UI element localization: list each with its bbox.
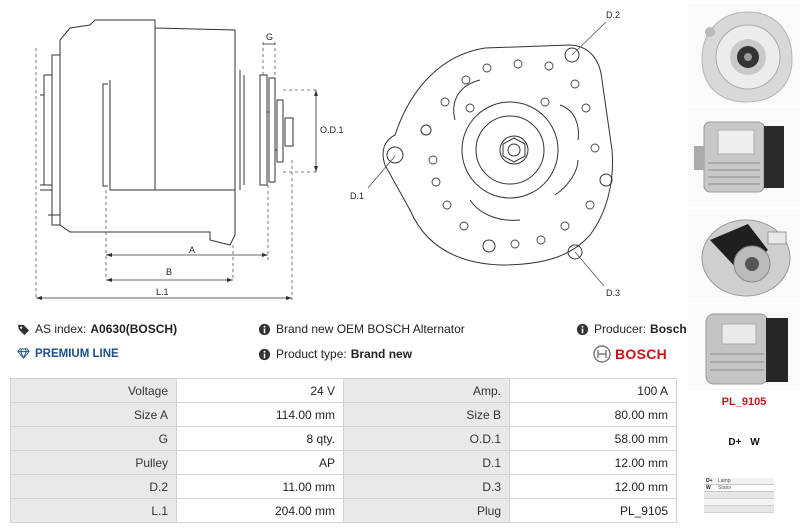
legend-blank-row	[704, 499, 774, 506]
spec-key: Size A	[10, 402, 177, 427]
product-description: Brand new OEM BOSCH Alternator	[258, 322, 465, 336]
specs-table: Voltage 24 V Amp. 100 A Size A 114.00 mm…	[10, 378, 677, 523]
legend-code: W	[706, 485, 711, 491]
producer: Producer: Bosch	[576, 322, 687, 336]
spec-key: D.3	[343, 474, 510, 499]
premium-line: PREMIUM LINE	[17, 347, 119, 360]
spec-key: G	[10, 426, 177, 451]
table-row: L.1 204.00 mm Plug PL_9105	[10, 498, 677, 523]
spec-value: 8 qty.	[176, 426, 344, 451]
spec-key: Voltage	[10, 378, 177, 403]
product-type: Product type: Brand new	[258, 347, 412, 361]
spec-key: D.1	[343, 450, 510, 475]
label-b: B	[166, 267, 172, 277]
terminal-legend: D+ Lamp W Stator	[704, 478, 774, 520]
photo-rear-view[interactable]	[688, 210, 800, 302]
as-index: AS index: A0630(BOSCH)	[17, 322, 177, 336]
spec-key: Plug	[343, 498, 510, 523]
spec-key: Pulley	[10, 450, 177, 475]
spec-key: D.2	[10, 474, 177, 499]
table-row: D.2 11.00 mm D.3 12.00 mm	[10, 474, 677, 499]
spec-key: L.1	[10, 498, 177, 523]
info-icon	[576, 323, 589, 335]
brand-logo-text: BOSCH	[615, 346, 668, 362]
legend-text: Stator	[718, 485, 732, 491]
spec-value: 11.00 mm	[176, 474, 344, 499]
spec-key: Amp.	[343, 378, 510, 403]
label-a: A	[189, 245, 195, 255]
diamond-icon	[17, 348, 30, 359]
side-view-outline	[59, 19, 236, 246]
legend-row: W Stator	[704, 485, 774, 492]
label-d3: D.3	[606, 288, 620, 298]
spec-value: AP	[176, 450, 344, 475]
table-row: Size A 114.00 mm Size B 80.00 mm	[10, 402, 677, 427]
product-type-label: Product type:	[276, 347, 347, 361]
spec-value: 204.00 mm	[176, 498, 344, 523]
info-icon	[258, 348, 271, 360]
legend-blank-row	[704, 506, 774, 513]
photo-side-view[interactable]	[688, 108, 800, 206]
producer-label: Producer:	[594, 322, 647, 336]
tag-icon	[17, 324, 30, 335]
spec-value: PL_9105	[509, 498, 677, 523]
spec-value: 100 A	[509, 378, 677, 403]
spec-value: 58.00 mm	[509, 426, 677, 451]
label-d1: D.1	[350, 191, 364, 201]
legend-blank-row	[704, 492, 774, 499]
photo-column: PL_9105 D+ W D+ Lamp W Stator	[688, 0, 800, 531]
spec-key: O.D.1	[343, 426, 510, 451]
bosch-logo-icon	[593, 345, 611, 363]
product-description-text: Brand new OEM BOSCH Alternator	[276, 322, 465, 336]
label-d2: D.2	[606, 10, 620, 20]
spec-value: 12.00 mm	[509, 450, 677, 475]
label-l1: L.1	[156, 287, 169, 297]
table-row: Voltage 24 V Amp. 100 A	[10, 378, 677, 403]
legend-text: Lamp	[718, 478, 731, 484]
table-row: G 8 qty. O.D.1 58.00 mm	[10, 426, 677, 451]
legend-code: D+	[706, 478, 713, 484]
technical-drawing: G O.D.1 A B L.1 D.1 D.2 D.3	[35, 10, 620, 300]
front-view-outline	[382, 44, 614, 266]
part-code: PL_9105	[721, 396, 767, 408]
spec-value: 80.00 mm	[509, 402, 677, 427]
spec-value: 24 V	[176, 378, 344, 403]
photo-angled-view[interactable]	[688, 304, 800, 390]
photo-front-view[interactable]	[688, 4, 800, 104]
spec-value: 12.00 mm	[509, 474, 677, 499]
product-type-value: Brand new	[350, 347, 413, 361]
table-row: Pulley AP D.1 12.00 mm	[10, 450, 677, 475]
legend-row: D+ Lamp	[704, 478, 774, 485]
label-g: G	[266, 32, 273, 42]
producer-value: Bosch	[650, 322, 687, 336]
spec-value: 114.00 mm	[176, 402, 344, 427]
brand-logo: BOSCH	[593, 345, 667, 363]
info-icon	[258, 323, 271, 335]
as-index-label: AS index:	[35, 322, 87, 336]
label-od1: O.D.1	[320, 125, 344, 135]
premium-line-label: PREMIUM LINE	[35, 347, 119, 360]
as-index-value: A0630(BOSCH)	[90, 322, 178, 336]
spec-key: Size B	[343, 402, 510, 427]
terminal-caption: D+ W	[728, 437, 760, 448]
